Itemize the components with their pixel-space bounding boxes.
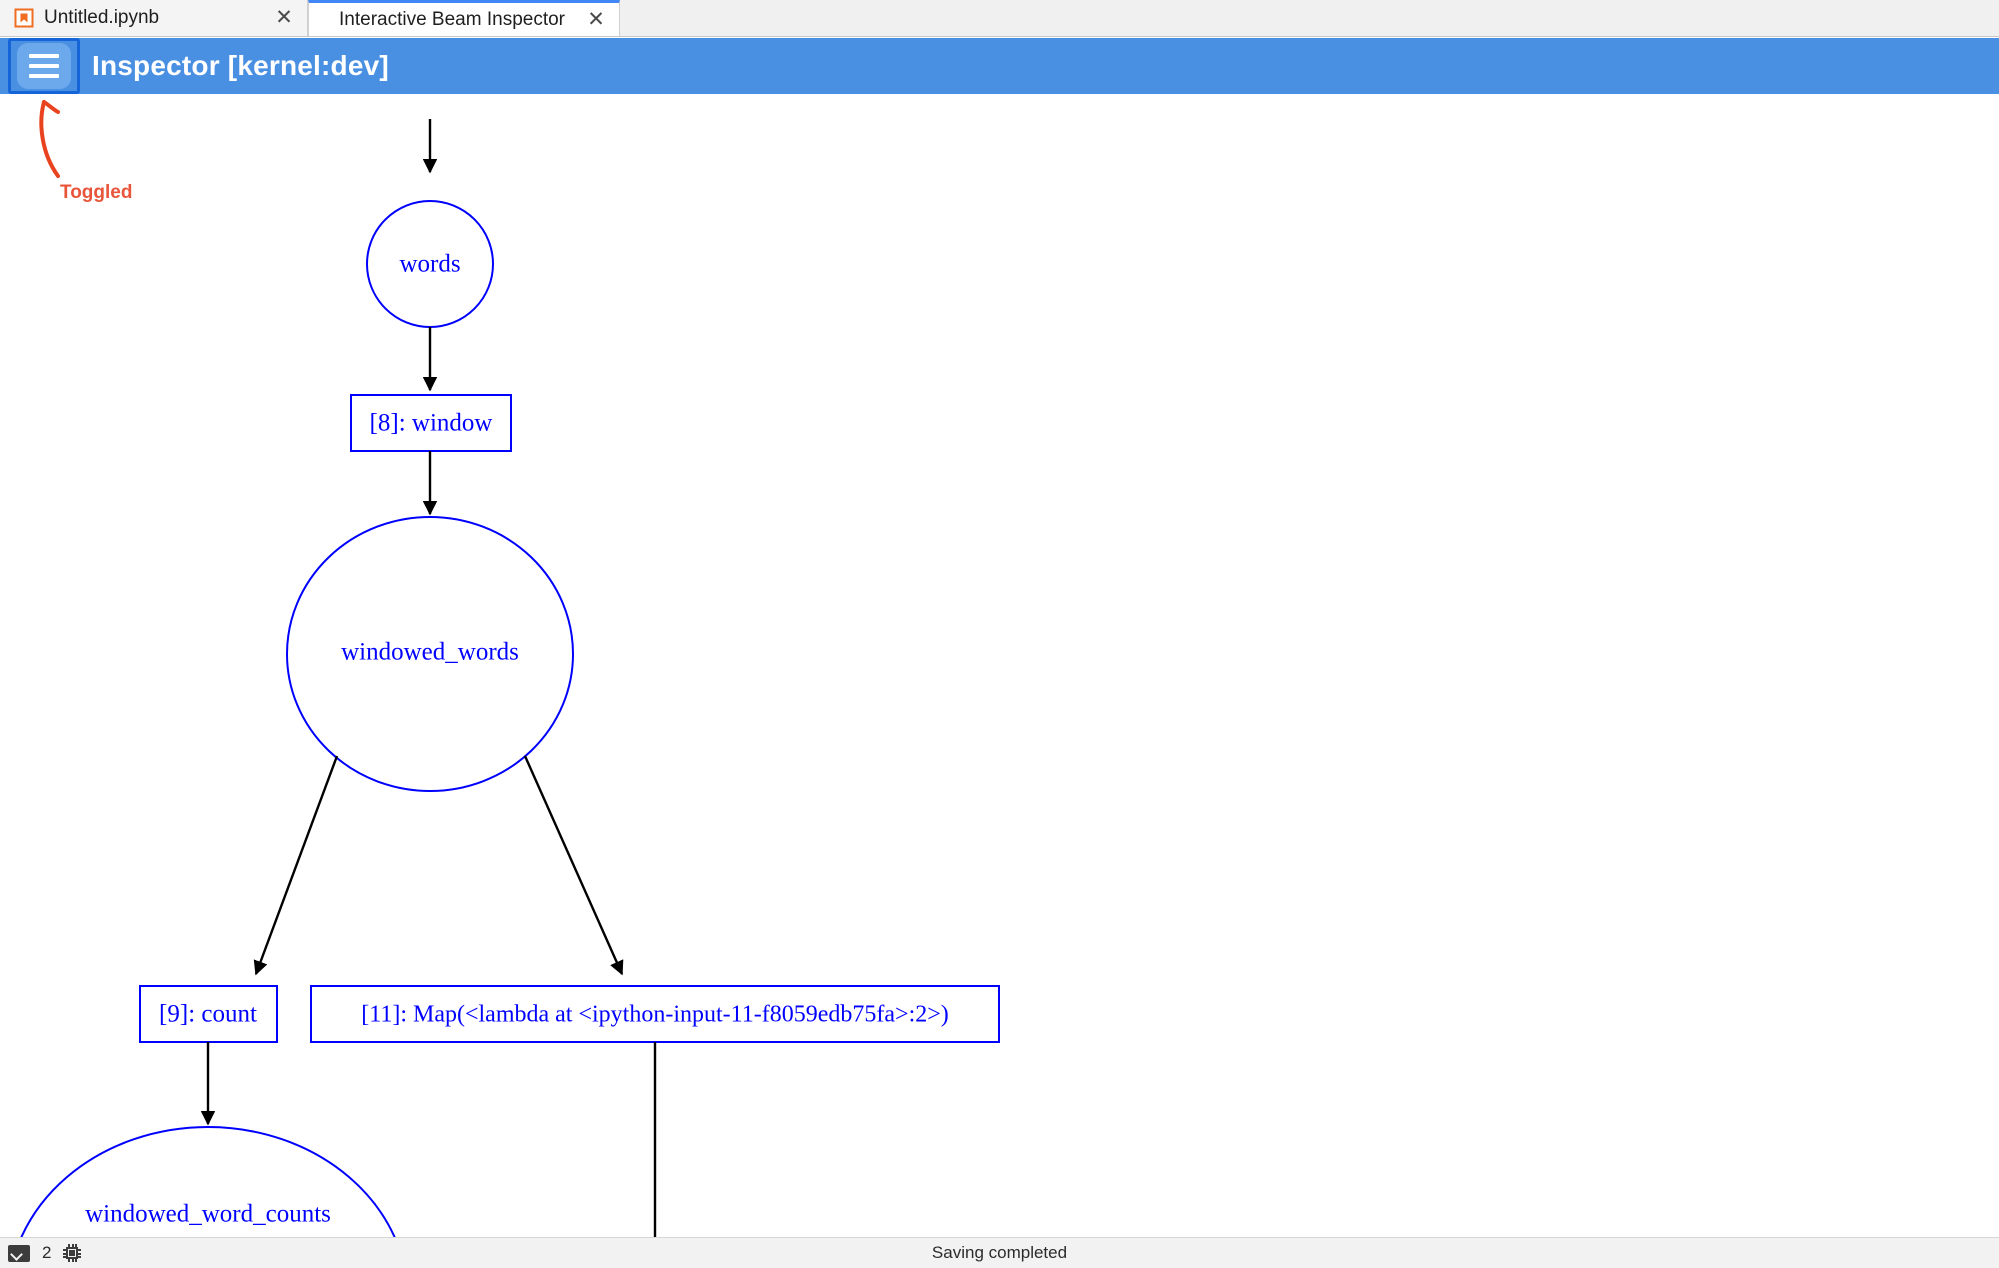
tab-label: Interactive Beam Inspector — [339, 8, 565, 30]
kernel-count: 2 — [42, 1243, 52, 1262]
graph-node-windowed-word-counts[interactable]: windowed_word_counts — [8, 1126, 408, 1237]
close-icon[interactable]: ✕ — [275, 6, 293, 29]
pipeline-graph: words [8]: window windowed_words — [8, 100, 1000, 1237]
annotation-toggled: Toggled — [39, 100, 132, 203]
chip-icon[interactable] — [63, 1244, 82, 1262]
notebook-icon — [14, 8, 34, 28]
node-label: [9]: count — [159, 1001, 257, 1028]
edge-windowed-words-to-count — [253, 755, 339, 976]
tab-interactive-beam-inspector[interactable]: Interactive Beam Inspector ✕ — [308, 0, 620, 36]
status-left-group: 2 — [0, 1243, 82, 1263]
annotation-label: Toggled — [60, 182, 132, 203]
inspector-header: Inspector [kernel:dev] — [0, 38, 1999, 94]
graph-node-map[interactable]: [11]: Map(<lambda at <ipython-input-11-f… — [310, 985, 1000, 1043]
page-title: Inspector [kernel:dev] — [92, 50, 389, 81]
status-message: Saving completed — [931, 1243, 1068, 1262]
menu-toggle-button[interactable] — [8, 38, 80, 94]
close-icon[interactable]: ✕ — [587, 7, 605, 31]
node-label: windowed_word_counts — [85, 1201, 331, 1228]
node-label: [8]: window — [370, 410, 493, 437]
node-label: [11]: Map(<lambda at <ipython-input-11-f… — [361, 1002, 949, 1028]
tab-untitled-ipynb[interactable]: Untitled.ipynb ✕ — [0, 0, 308, 36]
graph-node-count[interactable]: [9]: count — [139, 985, 278, 1043]
graph-canvas[interactable]: words [8]: window windowed_words — [0, 94, 1999, 1237]
tab-bar: Untitled.ipynb ✕ Interactive Beam Inspec… — [0, 0, 1999, 37]
hamburger-icon — [17, 43, 71, 89]
graph-node-words[interactable]: words — [366, 200, 494, 328]
edge-windowed-words-to-map — [523, 755, 624, 976]
tab-label: Untitled.ipynb — [44, 7, 160, 28]
status-bar: 2 Saving completed — [0, 1237, 1999, 1268]
terminal-icon[interactable] — [8, 1244, 30, 1262]
node-label: windowed_words — [341, 639, 519, 666]
graph-node-windowed-words[interactable]: windowed_words — [286, 516, 574, 792]
graph-node-window[interactable]: [8]: window — [350, 394, 512, 452]
node-label: words — [399, 251, 460, 278]
